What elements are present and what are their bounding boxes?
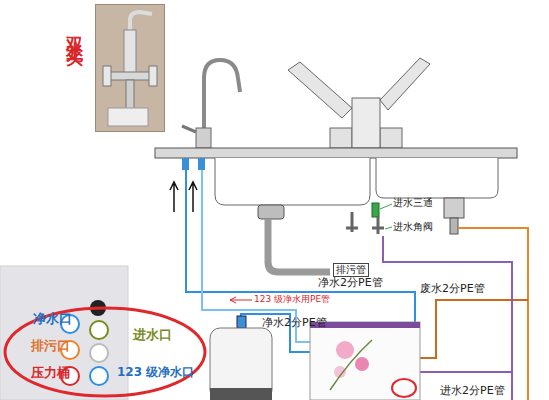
waste-pipe: [458, 228, 528, 400]
port: [90, 344, 108, 362]
port: [90, 367, 108, 385]
mixer-handle: [380, 58, 430, 110]
angle-valve: [372, 217, 384, 234]
pipe-label: 进水三通: [393, 197, 433, 209]
photo-stem: [126, 80, 134, 110]
pipe-label: 废水2分PE管: [420, 283, 485, 296]
pure-water-pipe: [186, 170, 415, 325]
highlight-ring: [392, 379, 416, 397]
countertop: [155, 148, 517, 158]
pipe-label: 排污管: [333, 263, 369, 277]
mixer-base: [330, 128, 352, 148]
faucet-base: [196, 128, 211, 148]
flower-decor: [336, 341, 354, 359]
pipe-label: 进水角阀: [393, 221, 433, 233]
faucet-lever: [182, 126, 196, 132]
port-label: 净水口: [33, 312, 72, 326]
pipe-label: 123 级净水用PE管: [254, 294, 330, 304]
tank-base: [210, 388, 272, 400]
ports-callout: 净水口进水口排污口压力桶 123 级净水口: [3, 306, 207, 398]
photo-spout: [130, 12, 152, 30]
ports-panel: [0, 266, 128, 400]
sink-drain: [444, 198, 464, 218]
inlet-tee: [372, 203, 379, 217]
inlet-pipe: [420, 371, 512, 373]
flow-arrow: [170, 182, 178, 212]
port-label: 123 级净水口: [117, 366, 194, 379]
sink-drain: [258, 205, 284, 219]
photo-faucet-body: [124, 30, 136, 75]
leader-arrow: [230, 297, 252, 303]
port: [90, 321, 108, 339]
mixer-spout: [288, 62, 352, 118]
photo-handle: [149, 66, 157, 86]
photo-handle: [103, 66, 111, 86]
gooseneck-faucet: [204, 60, 240, 130]
mixer-body: [352, 98, 380, 148]
angle-valve: [346, 212, 358, 232]
sink-basin: [215, 158, 370, 205]
pipe-label: 进水2分PE管: [440, 385, 505, 398]
pipe-fitting: [198, 158, 205, 170]
drain-pipe: [450, 218, 458, 234]
pipe-label: 净水2分PE管: [262, 317, 327, 330]
port-label: 进水口: [133, 328, 172, 342]
tank-valve: [237, 316, 246, 328]
purifier-unit: [310, 322, 420, 400]
drain-pipe: [268, 219, 330, 272]
pressure-tank: [210, 328, 272, 400]
port-label: 排污口: [31, 339, 70, 353]
mixer-base: [380, 128, 402, 148]
photo-faucet-arms: [108, 72, 152, 80]
sink-basin: [376, 158, 498, 198]
photo-parts-bag: [108, 108, 148, 126]
port-label: 压力桶: [31, 366, 70, 380]
flow-arrow: [189, 182, 197, 212]
callout-ellipse: [5, 308, 205, 396]
faucet-heading: 双水龙头: [66, 23, 85, 39]
faucet-photo: [95, 4, 165, 132]
pipe-fitting: [182, 158, 189, 170]
leader-line: [380, 204, 392, 229]
pipe-label: 净水2分PE管: [318, 277, 383, 290]
flower-stem: [330, 340, 372, 390]
flower-decor: [355, 357, 369, 371]
photo-frame: 双水龙头: [95, 4, 165, 132]
